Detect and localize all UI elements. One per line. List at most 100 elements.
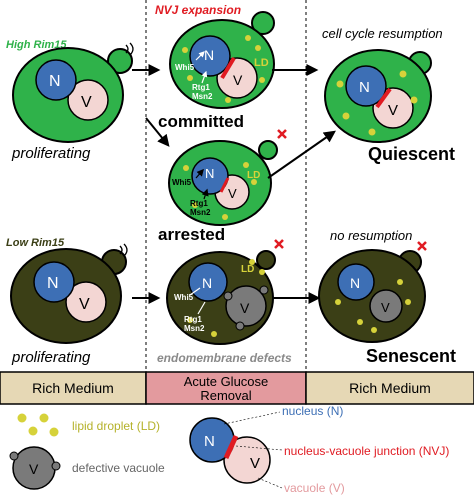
lipid-droplet: [222, 214, 228, 220]
legend-vesicle: [51, 461, 61, 471]
lipid-droplet: [259, 269, 265, 275]
signal-icon: [125, 42, 134, 56]
acute-glucose-box: [145, 371, 307, 405]
legend-leader-vacuole: [257, 477, 283, 489]
rtg1-arrow: [201, 188, 209, 200]
vacuole-label: V: [381, 300, 390, 315]
whi5-arrow: [195, 51, 205, 61]
legend-nucleus-label: nucleus (N): [282, 404, 343, 418]
nucleus-label: N: [49, 73, 61, 90]
legend-lipid-label: lipid droplet (LD): [72, 419, 160, 433]
cell-high-rim15-proliferating: N V: [12, 42, 134, 143]
state-senescent: Senescent: [366, 346, 456, 366]
rtg1-label: Rtg1: [184, 315, 202, 324]
lipid-droplet: [182, 47, 188, 53]
nucleus-label: N: [359, 79, 370, 96]
legend-vacuole: [223, 436, 271, 484]
lipid-droplet: [187, 317, 193, 323]
nvj-junction: [375, 87, 392, 109]
lipid-droplet: [371, 327, 377, 333]
bud: [107, 48, 133, 74]
low-rim15-label: Low Rim15: [6, 237, 65, 249]
nucleus-label: N: [202, 275, 212, 291]
cross-icon: [417, 241, 427, 251]
lipid-droplet: [211, 331, 217, 337]
rich-medium-right-label: Rich Medium: [349, 380, 431, 396]
ld-label: LD: [247, 170, 260, 181]
cross-icon: [277, 129, 287, 139]
nucleus-label: N: [350, 275, 360, 291]
legend-vacuole-label: vacuole (V): [284, 481, 345, 495]
vesicle: [223, 291, 233, 301]
cell-low-rim15-proliferating: N V: [10, 243, 128, 344]
lipid-droplet: [249, 259, 255, 265]
msn2-label: Msn2: [190, 208, 211, 217]
state-proliferating-high: proliferating: [11, 145, 91, 162]
legend: lipid droplet (LD) V defective vacuole N…: [9, 404, 449, 495]
rtg1-arrow: [197, 301, 206, 315]
whi5-label: Whi5: [175, 63, 195, 72]
nucleus: [191, 157, 229, 195]
lipid-droplet: [245, 35, 251, 41]
lipid-droplet: [342, 112, 350, 120]
nvj-junction: [220, 56, 236, 80]
vacuole-label: V: [79, 296, 90, 313]
nucleus: [35, 59, 77, 101]
cell-defective: N V LD Whi5 Rtg1 Msn2: [166, 239, 284, 345]
lipid-droplet: [225, 97, 231, 103]
whi5-arrow: [189, 287, 201, 296]
legend-lipid-dot: [49, 427, 59, 437]
lipid-droplet: [336, 80, 344, 88]
nucleus-label: N: [205, 166, 214, 181]
acute-glucose-line2: Removal: [200, 388, 251, 403]
legend-lipid-dot: [17, 413, 27, 423]
rtg1-label: Rtg1: [190, 199, 208, 208]
endomembrane-defects-label: endomembrane defects: [157, 351, 292, 365]
cell-arrested: N V LD Whi5 Rtg1 Msn2: [168, 129, 287, 226]
vesicle: [235, 321, 245, 331]
arrow-arrested-to-quiescent: [267, 130, 336, 179]
no-resumption-label: no resumption: [330, 228, 412, 243]
lipid-droplet: [183, 165, 189, 171]
nucleus: [345, 65, 387, 107]
vacuole-label: V: [233, 72, 243, 88]
condition-bar: Rich Medium Acute Glucose Removal Rich M…: [0, 371, 474, 405]
lipid-droplet: [192, 202, 198, 208]
legend-leader-nucleus: [223, 411, 281, 425]
nvj-expansion-label: NVJ expansion: [155, 3, 241, 17]
ld-label: LD: [254, 57, 269, 69]
nucleus: [189, 35, 231, 77]
lipid-droplet: [399, 70, 407, 78]
lipid-droplet: [243, 162, 249, 168]
state-quiescent: Quiescent: [368, 144, 455, 164]
nucleus: [337, 263, 375, 301]
state-committed: committed: [158, 112, 244, 131]
whi5-arrow: [195, 168, 204, 179]
lipid-droplet: [397, 279, 403, 285]
rich-medium-left-label: Rich Medium: [32, 380, 114, 396]
cell-quiescent: N V: [324, 49, 432, 143]
msn2-label: Msn2: [192, 92, 213, 101]
vacuole-label: V: [240, 300, 250, 316]
legend-lipid-dot: [39, 413, 49, 423]
rtg1-label: Rtg1: [192, 83, 210, 92]
vacuole-label: V: [81, 94, 92, 111]
nucleus-label: N: [47, 275, 59, 292]
legend-nucleus-letter: N: [204, 433, 215, 450]
legend-vesicle: [9, 451, 19, 461]
cell-senescent: N V: [318, 241, 427, 343]
legend-defective-vacuole-label: defective vacuole: [72, 461, 165, 475]
state-proliferating-low: proliferating: [11, 349, 91, 366]
bud: [251, 11, 275, 35]
nvj-junction: [219, 177, 230, 193]
cross-icon: [274, 239, 284, 249]
rich-medium-left-box: [0, 371, 147, 405]
ld-label: LD: [241, 264, 254, 275]
signal-icon: [119, 243, 128, 257]
lipid-droplet: [410, 96, 418, 104]
lipid-droplet: [251, 179, 257, 185]
state-arrested: arrested: [158, 225, 225, 244]
vacuole-label: V: [228, 186, 237, 201]
msn2-label: Msn2: [184, 324, 205, 333]
